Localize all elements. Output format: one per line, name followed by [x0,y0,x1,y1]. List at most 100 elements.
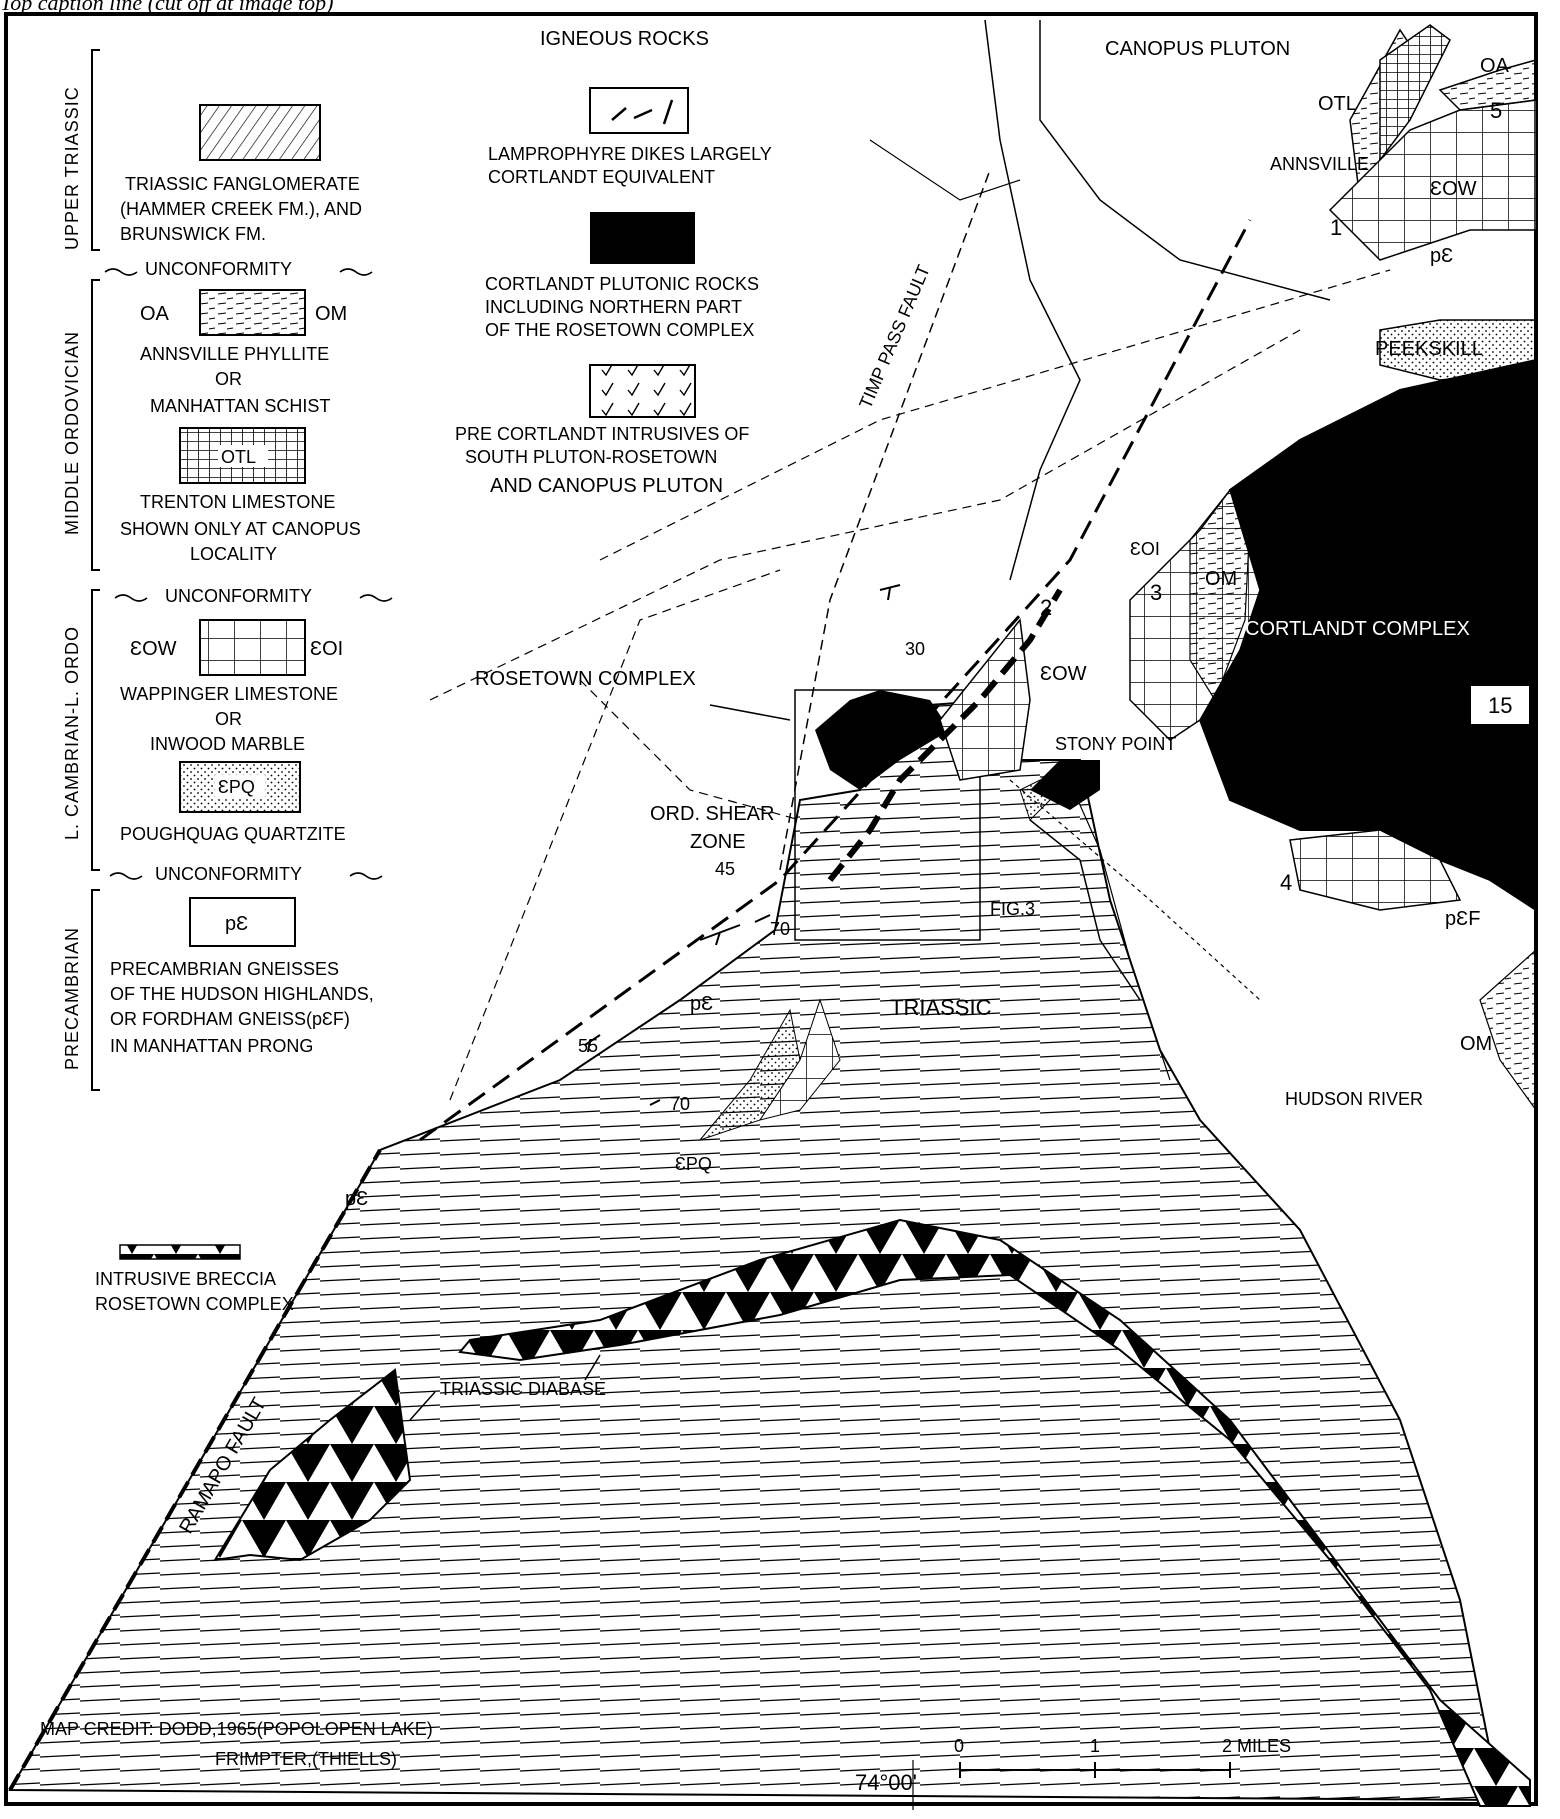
scale-bar: 0 1 2 MILES [954,1736,1291,1778]
label-70-a: 70 [770,919,790,939]
label-1: 1 [1330,215,1342,240]
label-5: 5 [1490,98,1502,123]
legend-breccia-2: ROSETOWN COMPLEX [95,1294,294,1314]
legend-otl-symbol: OTL [221,447,256,467]
legend-swatch-breccia [119,1244,241,1260]
legend-swatch-annsville [199,289,306,336]
label-peekskill: PEEKSKILL [1375,338,1483,360]
label-30: 30 [905,639,925,659]
legend-unconformity-2: UNCONFORMITY [165,586,312,606]
legend-precambrian-1: PRECAMBRIAN GNEISSES [110,959,339,979]
legend: UPPER TRIASSIC MIDDLE ORDOVICIAN L. CAMB… [62,28,772,1314]
om-schist-around-cortlandt [1189,488,1251,702]
legend-breccia-1: INTRUSIVE BRECCIA [95,1269,276,1289]
legend-oa-symbol: OA [140,303,170,325]
trenton-strip [1379,24,1451,163]
label-credit-2: FRIMPTER,(THIELLS) [215,1749,397,1769]
label-om-se: OM [1460,1033,1492,1055]
poughquag-strip-sw [698,1008,801,1142]
thin-fault-1 [429,329,1301,701]
label-70-b: 70 [670,1094,690,1114]
thin-fault-3 [449,569,781,1101]
fig3-box [794,689,981,941]
legend-pe-symbol: pƐ [225,913,248,935]
legend-precortlandt-3: AND CANOPUS PLUTON [490,475,723,497]
label-pe-west: pƐ [345,1188,368,1210]
label-ord-shear: ORD. SHEAR [650,803,774,825]
label-longitude: 74°00' [855,1770,917,1795]
label-2: 2 [1040,595,1052,620]
legend-unconformity-3: UNCONFORMITY [155,864,302,884]
shoreline-river-west [1059,759,1171,1081]
legend-precortlandt-2: SOUTH PLUTON-ROSETOWN [465,447,717,467]
wappinger-ne [1328,99,1537,261]
label-timp-pass-fault: TIMP PASS FAULT [855,262,934,412]
period-upper-triassic: UPPER TRIASSIC [62,86,82,250]
legend-wappinger-1: WAPPINGER LIMESTONE [120,684,338,704]
legend-om-symbol: OM [315,303,347,325]
legend-cortlandt-1: CORTLANDT PLUTONIC ROCKS [485,274,759,294]
label-triassic-diabase: TRIASSIC DIABASE [440,1379,606,1399]
thin-fault-2 [599,269,1391,561]
legend-trenton-2: SHOWN ONLY AT CANOPUS [120,519,361,539]
label-55: 55 [578,1036,598,1056]
legend-swatch-cortlandt [590,212,695,264]
legend-lamprophyre-2: CORTLANDT EQUIVALENT [488,167,715,187]
shoreline-north-2 [1039,20,1331,301]
scale-1: 1 [1090,1736,1100,1756]
label-hudson-river: HUDSON RIVER [1285,1089,1423,1109]
label-canopus-pluton: CANOPUS PLUTON [1105,38,1290,60]
legend-epq-symbol: ƐPQ [218,777,255,797]
label-otl: OTL [1318,93,1357,115]
strike-dip-symbols [584,584,901,1106]
wappinger-strip-sw [758,998,841,1121]
label-eoi: ƐOI [1130,539,1160,559]
thin-fault-5 [1009,779,1261,1001]
label-pef: pƐF [1445,908,1480,930]
label-credit-1: MAP CREDIT: DODD,1965(POPOLOPEN LAKE) [40,1719,433,1739]
legend-wappinger-2: OR [215,709,242,729]
legend-precambrian-3: OR FORDHAM GNEISS(pƐF) [110,1009,350,1029]
thin-fault-4 [579,679,801,821]
legend-triassic-2: (HAMMER CREEK FM.), AND [120,199,362,219]
label-om: OM [1205,568,1237,590]
legend-swatch-wappinger [199,619,306,676]
shoreline-creek [869,139,1021,201]
legend-triassic-3: BRUNSWICK FM. [120,224,266,244]
annsville-ne [1438,59,1537,111]
legend-triassic-1: TRIASSIC FANGLOMERATE [125,174,360,194]
legend-precambrian-4: IN MANHATTAN PRONG [110,1036,313,1056]
legend-igneous-title: IGNEOUS ROCKS [540,28,709,50]
legend-precortlandt-1: PRE CORTLANDT INTRUSIVES OF [455,424,749,444]
rosetown-black-body [815,690,950,790]
label-rosetown-complex: ROSETOWN COMPLEX [475,668,696,690]
label-oa: OA [1480,55,1510,77]
ramapo-fault-line [8,1148,382,1792]
legend-poughquag: POUGHQUAG QUARTZITE [120,824,346,844]
diabase-body-west [213,1368,412,1562]
om-se-area [1479,948,1537,1112]
triassic-diabase-band [458,1218,1531,1807]
legend-swatch-precambrian [189,897,296,947]
label-fig3: FIG.3 [990,899,1035,919]
legend-cortlandt-3: OF THE ROSETOWN COMPLEX [485,320,754,340]
label-eow-2: ƐOW [1040,663,1087,685]
label-triassic: TRIASSIC [890,995,992,1020]
label-cortlandt-complex: CORTLANDT COMPLEX [1245,618,1470,640]
legend-trenton-3: LOCALITY [190,544,277,564]
legend-swatch-triassic [199,104,321,161]
label-4: 4 [1280,870,1292,895]
label-stony-point: STONY POINT [1055,734,1176,754]
label-zone: ZONE [690,831,746,853]
timp-pass-fault [779,169,991,871]
label-pe-ne: pƐ [1430,245,1453,267]
legend-lamprophyre-1: LAMPROPHYRE DIKES LARGELY [488,144,772,164]
legend-cortlandt-2: INCLUDING NORTHERN PART [485,297,742,317]
map-labels: CANOPUS PLUTON OA OTL 5 ANNSVILLE ƐOW 1 … [40,38,1531,1810]
header-caption-fragment: Top caption line (cut off at image top) [0,0,334,14]
shear-zone-dikes [827,588,1063,882]
legend-precambrian-2: OF THE HUDSON HIGHLANDS, [110,984,374,1004]
legend-unconformity-1: UNCONFORMITY [145,259,292,279]
legend-eoi-symbol: ƐOI [310,638,343,660]
